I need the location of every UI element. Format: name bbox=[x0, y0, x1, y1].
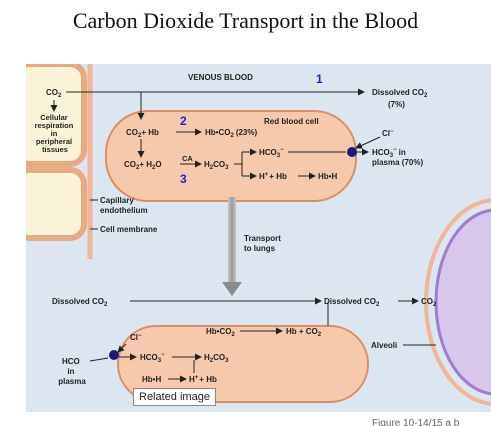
cl-minus-upper: Cl− bbox=[382, 129, 394, 138]
red-blood-cell-lower bbox=[117, 325, 369, 403]
plasma-70-label: plasma (70%) bbox=[372, 158, 423, 167]
hco3-in-plasma-lower: HCO in plasma bbox=[58, 357, 86, 386]
arrow-cl-out bbox=[117, 343, 127, 353]
transport-to-lungs-label: Transport to lungs bbox=[244, 234, 283, 253]
ca-label: CA bbox=[182, 154, 193, 163]
arrow-hco3-into-cell bbox=[89, 357, 109, 362]
related-image-tooltip[interactable]: Related image bbox=[133, 388, 216, 406]
venous-blood-label: VENOUS BLOOD bbox=[188, 73, 253, 82]
figure-caption: Figure 10-14/15 a b bbox=[372, 418, 460, 426]
dissolved-co2-label-lower-left: Dissolved CO2 bbox=[52, 297, 108, 308]
co2-out-label: CO2 bbox=[421, 297, 437, 308]
hbh-upper: Hb•H bbox=[318, 172, 337, 181]
cl-minus-lower: Cl− bbox=[130, 333, 142, 342]
page-title: Carbon Dioxide Transport in the Blood bbox=[72, 8, 419, 33]
co2-plus-h2o: CO2+ H2O bbox=[124, 160, 162, 171]
tissue-cell-upper bbox=[26, 64, 87, 167]
hb-plus-co2: Hb + CO2 bbox=[286, 327, 322, 338]
h-plus-hb-lower: H++ Hb bbox=[189, 375, 217, 384]
co2-transport-diagram: VENOUS BLOOD 1 CO2 Cellular respiration … bbox=[26, 64, 491, 412]
alveolus bbox=[434, 208, 491, 396]
hbco2-23: Hb•CO2(23%) bbox=[205, 128, 257, 139]
marker-3: 3 bbox=[180, 172, 187, 186]
co2-plus-hb: CO2+ Hb bbox=[126, 128, 159, 139]
tissue-cell-lower bbox=[26, 167, 87, 241]
transport-arrow-head bbox=[222, 282, 242, 296]
hbh-lower: Hb•H bbox=[142, 375, 161, 384]
red-blood-cell-label: Red blood cell bbox=[264, 117, 319, 126]
dissolved-co2-label-upper: Dissolved CO2 bbox=[372, 88, 428, 99]
marker-1: 1 bbox=[316, 72, 323, 86]
h2co3-upper: H2CO3 bbox=[204, 160, 229, 171]
h2co3-lower: H2CO3 bbox=[204, 353, 229, 364]
chloride-shift-pump-lower bbox=[109, 350, 119, 360]
cell-membrane-label: Cell membrane bbox=[100, 225, 158, 234]
transport-arrow-shaft bbox=[228, 197, 236, 285]
hco3-lower: HCO3− bbox=[140, 352, 165, 364]
hbco2-lower: Hb•CO2 bbox=[206, 327, 235, 338]
h-plus-hb: H++ Hb bbox=[259, 172, 287, 181]
chloride-shift-pump-upper bbox=[347, 147, 357, 157]
alveoli-label: Alveoli bbox=[371, 341, 397, 350]
alveolus-outer bbox=[424, 198, 491, 406]
tissue-co2-label: CO2 bbox=[46, 88, 62, 99]
arrow-cl-in bbox=[355, 136, 381, 149]
marker-2: 2 bbox=[180, 114, 187, 128]
dissolved-co2-label-lower-right: Dissolved CO2 bbox=[324, 297, 380, 308]
hco3-inside: HCO3− bbox=[259, 147, 284, 159]
capillary-endothelium-label: Capillary endothelium bbox=[100, 196, 148, 215]
hco3-in-plasma: HCO3−in bbox=[372, 147, 406, 159]
cellular-respiration-label: Cellular respiration in peripheral tissu… bbox=[35, 113, 76, 154]
pct-7-label: (7%) bbox=[388, 100, 405, 109]
